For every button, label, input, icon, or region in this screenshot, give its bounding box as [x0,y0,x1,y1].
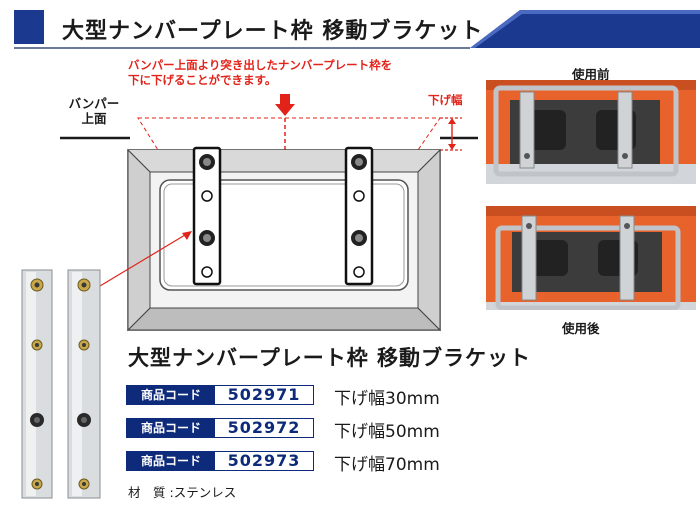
left-bracket [192,146,222,286]
header-accent-block [14,10,44,44]
before-label: 使用前 [572,67,610,82]
code-drop-width: 下げ幅70mm [334,455,440,475]
code-value: 502973 [214,451,314,471]
diagram-note: バンパー上面より突き出したナンバープレート枠を 下に下げることができます。 [128,58,458,88]
code-label: 商品コード [126,451,216,471]
header-banner: 大型ナンバープレート枠 移動ブラケット [0,0,700,52]
bracket-photo-left [21,269,53,499]
before-photo [486,80,696,184]
bumper-label: バンパー 上面 [64,96,124,126]
right-bracket [344,146,374,286]
bumper-label-2: 上面 [81,111,107,126]
after-label: 使用後 [562,321,600,336]
code-drop-width: 下げ幅30mm [334,389,440,409]
drop-label: 下げ幅 [428,93,463,107]
drop-arrow-icon [275,104,295,116]
material-spec: 材 質:ステンレス [128,482,240,501]
note-line-1: バンパー上面より突き出したナンバープレート枠を [128,58,393,72]
after-photo [486,206,696,310]
bracket-photo-right [67,269,101,499]
code-value: 502972 [214,418,314,438]
header-graphic [0,0,700,52]
material-value: :ステンレス [169,485,237,500]
bumper-label-1: バンパー [68,96,120,111]
code-value: 502971 [214,385,314,405]
code-label: 商品コード [126,385,216,405]
product-title: 大型ナンバープレート枠 移動ブラケット [128,346,532,370]
code-drop-width: 下げ幅50mm [334,422,440,442]
code-label: 商品コード [126,418,216,438]
note-line-2: 下に下げることができます。 [128,73,277,87]
material-label: 材 質 [128,485,166,500]
header-title: 大型ナンバープレート枠 移動ブラケット [62,19,484,44]
